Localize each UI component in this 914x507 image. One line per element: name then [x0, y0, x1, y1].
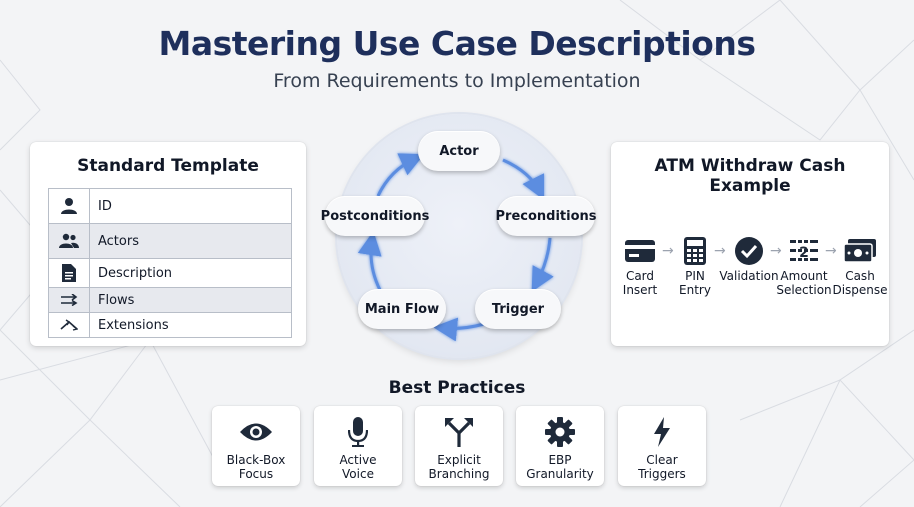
- atm-step-label: Insert: [622, 283, 658, 297]
- template-row-label: Extensions: [98, 317, 169, 333]
- best-practices-title: Best Practices: [388, 378, 526, 398]
- lightning-icon: [618, 415, 706, 449]
- best-practice-label: Focus: [238, 467, 274, 481]
- cycle-step-trigger: Trigger: [475, 289, 561, 329]
- atm-step-label: Amount: [780, 269, 828, 283]
- atm-arrow: →: [662, 243, 674, 259]
- atm-step-label: PIN: [685, 269, 705, 283]
- template-table: ID Actors Description Flows Extensions: [48, 188, 292, 338]
- gear-icon: [516, 415, 604, 449]
- card-icon: [610, 236, 670, 266]
- branch-icon: [415, 415, 503, 449]
- standard-template-card: Standard Template ID Actors Description …: [30, 142, 306, 346]
- best-practice-label: Branching: [428, 467, 490, 481]
- check-circle-icon: [719, 236, 779, 266]
- page-title: Mastering Use Case Descriptions: [158, 24, 756, 63]
- users-icon: [49, 224, 90, 258]
- atm-title: ATM Withdraw Cash Example: [654, 156, 846, 196]
- svg-text:2: 2: [799, 245, 809, 261]
- page-subtitle: From Requirements to Implementation: [273, 70, 641, 92]
- best-practice-label: EBP: [548, 453, 572, 467]
- best-practice-label: Triggers: [638, 467, 686, 481]
- atm-arrow: →: [770, 243, 782, 259]
- template-row-extensions: Extensions: [49, 313, 291, 337]
- atm-step-label: Validation: [719, 269, 779, 283]
- atm-step-label: Card: [625, 269, 655, 283]
- template-row-label: Description: [98, 265, 173, 281]
- keypad-icon: [665, 236, 725, 266]
- eye-icon: [212, 415, 300, 449]
- user-icon: [49, 189, 90, 223]
- atm-step-label: Entry: [679, 283, 711, 297]
- template-row-actors: Actors: [49, 224, 291, 259]
- best-practice-label: Explicit: [437, 453, 481, 467]
- document-icon: [49, 259, 90, 287]
- amount-list-icon: 2: [774, 236, 834, 266]
- microphone-icon: [314, 415, 402, 449]
- cycle-step-main-flow: Main Flow: [358, 289, 446, 329]
- cash-icon: [830, 236, 890, 266]
- atm-arrow: →: [825, 243, 837, 259]
- best-practice-label: Black-Box: [226, 453, 286, 467]
- atm-step-validation: Validation: [719, 236, 779, 283]
- cycle-step-postconditions: Postconditions: [321, 196, 429, 236]
- atm-arrow: →: [714, 243, 726, 259]
- template-row-id: ID: [49, 189, 291, 224]
- template-row-flows: Flows: [49, 288, 291, 313]
- best-practice-label: Granularity: [526, 467, 594, 481]
- best-practice-label: Active: [339, 453, 377, 467]
- cycle-step-preconditions: Preconditions: [496, 196, 597, 236]
- best-practice-label: Clear: [646, 453, 678, 467]
- template-row-label: Actors: [98, 233, 139, 249]
- branch-arrows-icon: [49, 313, 90, 337]
- template-row-description: Description: [49, 259, 291, 288]
- template-title: Standard Template: [77, 156, 259, 176]
- best-practice-label: Voice: [342, 467, 374, 481]
- atm-step-label: Dispense: [832, 283, 888, 297]
- cycle-step-actor: Actor: [418, 131, 500, 171]
- atm-step-label: Cash: [845, 269, 875, 283]
- template-row-label: ID: [98, 198, 112, 214]
- template-row-label: Flows: [98, 292, 135, 308]
- atm-step-label: Selection: [776, 283, 832, 297]
- flow-arrows-icon: [49, 288, 90, 312]
